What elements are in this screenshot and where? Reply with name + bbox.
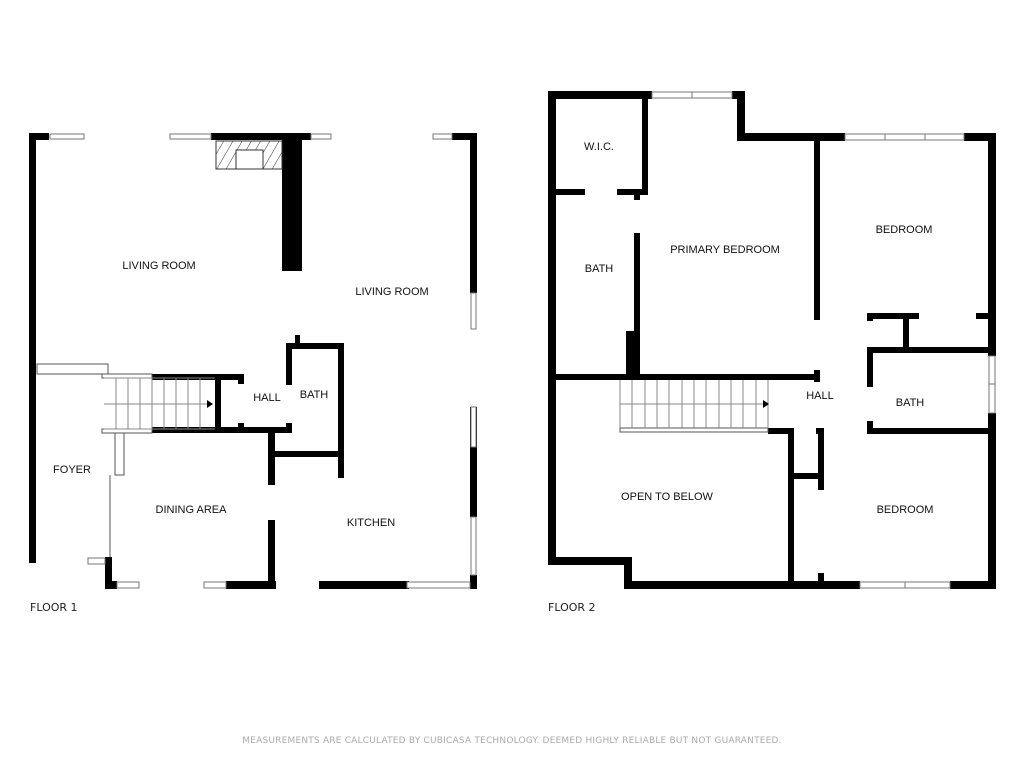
room-label: W.I.C.	[584, 141, 614, 153]
room-label: LIVING ROOM	[122, 260, 196, 272]
floor2-title: FLOOR 2	[548, 601, 596, 614]
room-label: LIVING ROOM	[355, 286, 429, 298]
floor1-title: FLOOR 1	[30, 601, 78, 614]
floor1-walls	[29, 133, 477, 589]
room-label: PRIMARY BEDROOM	[670, 244, 780, 256]
floor2-walls	[548, 91, 996, 589]
room-label: BATH	[584, 263, 614, 275]
room-label: BATH	[299, 389, 329, 401]
floor1-stairs	[36, 363, 215, 557]
room-label: FOYER	[53, 464, 91, 476]
room-label: BEDROOM	[876, 504, 934, 516]
room-label: BEDROOM	[875, 224, 933, 236]
room-label: HALL	[253, 392, 281, 404]
floor2-stairs	[619, 380, 769, 433]
room-label: HALL	[806, 390, 834, 402]
floor1-windows	[49, 133, 477, 589]
floor2-windows	[651, 91, 996, 589]
room-label: BATH	[895, 397, 925, 409]
room-label: KITCHEN	[346, 517, 396, 529]
disclaimer: MEASUREMENTS ARE CALCULATED BY CUBICASA …	[242, 736, 782, 746]
room-label: DINING AREA	[155, 504, 227, 516]
room-label: OPEN TO BELOW	[621, 491, 713, 503]
fireplace	[215, 140, 283, 170]
